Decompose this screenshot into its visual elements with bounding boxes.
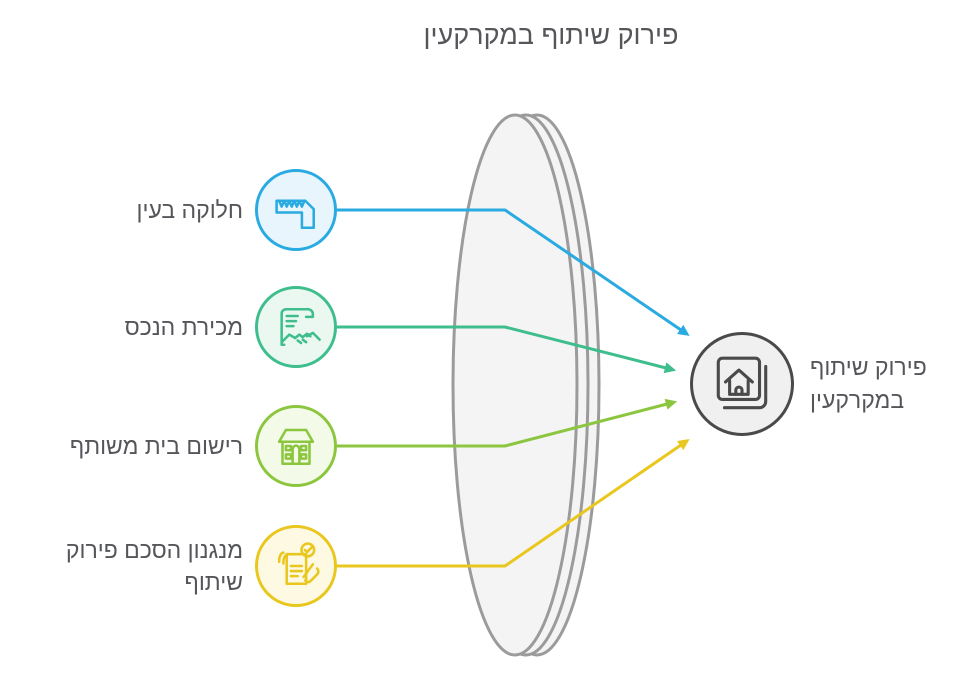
- target-label: פירוק שיתוף במקרקעין: [810, 354, 927, 413]
- diagram-title: פירוק שיתוף במקרקעין: [423, 20, 679, 50]
- item-label-sale-of-property: מכירת הנכס: [124, 314, 243, 340]
- connector-sale-of-property: [337, 325, 677, 374]
- apartment-building-icon: [277, 428, 315, 465]
- signing-agreement-icon: [277, 542, 320, 585]
- house-documents-icon: [716, 356, 768, 410]
- lens-disc-front: [451, 113, 579, 657]
- item-label-condominium-registration: רישום בית משותף: [69, 433, 243, 459]
- node-dissolution-agreement: [255, 525, 337, 607]
- contract-handshake-icon: [280, 308, 321, 346]
- item-label-dissolution-agreement: מנגנון הסכם פירוק שיתוף: [65, 537, 243, 595]
- node-target-partition: [690, 332, 794, 436]
- connector-division-in-kind: [337, 208, 690, 336]
- node-sale-of-property: [255, 286, 337, 368]
- connector-condominium-registration: [337, 398, 678, 448]
- item-label-division-in-kind: חלוקה בעין: [136, 197, 243, 223]
- connector-dissolution-agreement: [337, 439, 690, 568]
- node-condominium-registration: [255, 405, 337, 487]
- node-division-in-kind: [255, 169, 337, 251]
- ruler-square-icon: [275, 199, 315, 229]
